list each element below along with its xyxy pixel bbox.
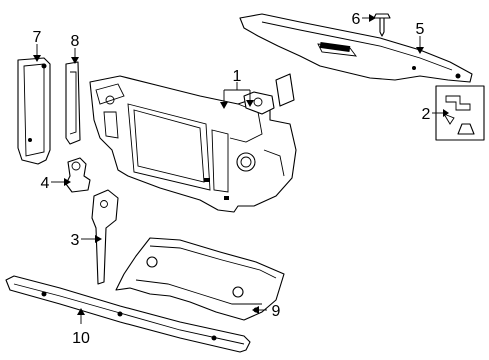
part-5-upper-cover: [239, 13, 473, 83]
callout-3: 3: [71, 232, 80, 249]
part-3-lower-bracket: [91, 189, 119, 285]
part-1-radiator-support: [89, 73, 297, 213]
part-8-side-bracket: [65, 61, 81, 145]
part-7-side-baffle: [17, 57, 51, 165]
part-10-lower-bar: [5, 275, 251, 353]
callout-2: 2: [422, 106, 431, 123]
callout-6: 6: [352, 11, 361, 28]
callout-8: 8: [71, 33, 80, 50]
part-4-latch: [65, 157, 91, 193]
part-6-push-pin: [373, 13, 391, 37]
callout-5: 5: [416, 21, 425, 38]
callout-labels: 1 2 3 4 5 6 7 8 9 10: [33, 11, 431, 347]
callout-4: 4: [41, 175, 50, 192]
callout-1: 1: [233, 68, 242, 85]
callout-7: 7: [33, 29, 42, 46]
leader-lines: [33, 14, 449, 324]
callout-10: 10: [72, 330, 90, 347]
callout-9: 9: [272, 303, 281, 320]
